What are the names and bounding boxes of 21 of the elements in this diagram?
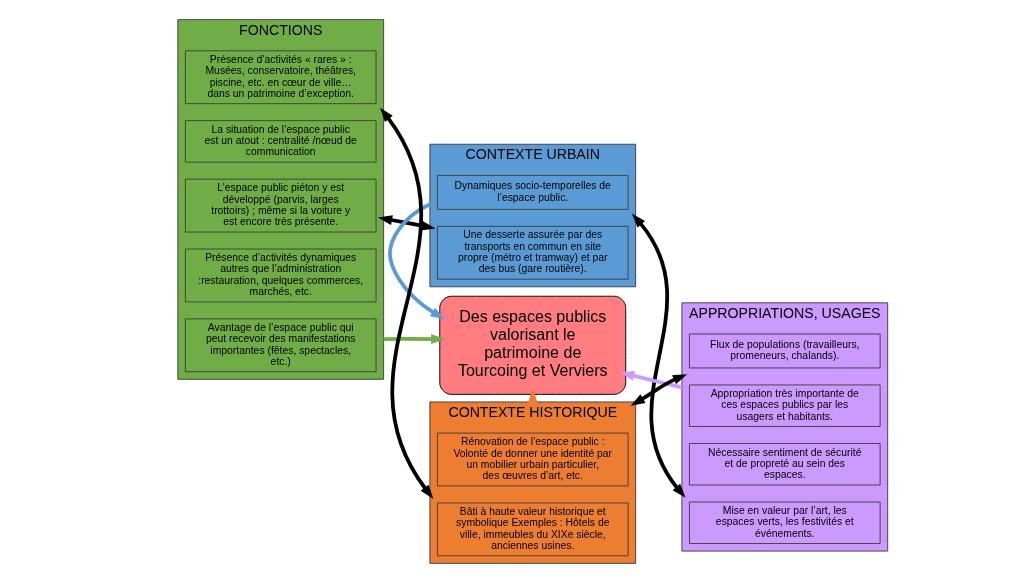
arrow — [388, 202, 445, 320]
node-box: Rénovation de l’espace public : Volonté de donner une identité par un mobilier urbain particulier, des œuvres d’art, etc. — [436, 432, 629, 487]
node-box: Nécessaire sentiment de sécurité et de propreté au sein des espaces. — [689, 443, 881, 486]
node-box: Une desserte assurée par des transports en commun en site propre (métro et tramway) et par des bus (gare routière). — [436, 225, 629, 280]
arrow — [630, 374, 688, 406]
node-box: Flux de populations (travailleurs, promeneurs, chalands). — [689, 333, 881, 369]
node-box: Présence d’activités « rares » : Musées, conservatoire, théâtres, piscine, etc. en cœur de ville… dans un patrimoine d’exception. — [184, 50, 377, 105]
arrow — [620, 370, 683, 390]
node-box: Bâti à haute valeur historique et symbolique Exemples : Hôtels de ville, immeubles du XIXe siècle, anciennes usines. — [436, 502, 629, 557]
node-box: Des espaces publics valorisant le patrimoine de Tourcoing et Verviers — [439, 295, 627, 395]
node-box: L’espace public piéton y est développé (parvis, larges trottoirs) ; même si la voiture y est encore très présente. — [184, 178, 377, 233]
arrow — [377, 215, 436, 231]
arrow — [383, 334, 446, 344]
arrow — [631, 213, 686, 498]
node-box: Mise en valeur par l’art, les espaces verts, les festivités et événements. — [689, 501, 881, 544]
node-box: La situation de l’espace public est un atout : centralité /nœud de communication — [184, 120, 377, 163]
node-box: Présence d’activités dynamiques autres que l’administration :restauration, quelques commerces, marchés, etc. — [184, 248, 377, 303]
node-box: Dynamiques socio-temporelles de l’espace public. — [436, 174, 629, 210]
node-box: Appropriation très importante de ces espaces publics par les usagers et habitants. — [689, 384, 881, 427]
arrow — [380, 107, 434, 499]
node-box: Avantage de l’espace public qui peut recevoir des manifestations importantes (fêtes, spectacles, etc.) — [184, 318, 377, 373]
